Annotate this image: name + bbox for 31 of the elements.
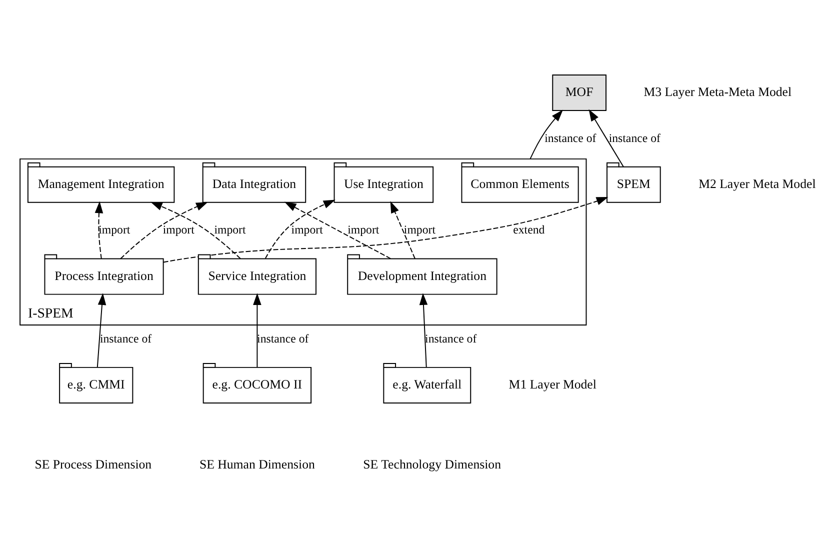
- arrow: [390, 200, 416, 259]
- arrow: [284, 201, 392, 259]
- edge-label: import: [214, 222, 246, 236]
- edge-label: instance of: [100, 330, 152, 345]
- arrow: [419, 292, 428, 368]
- edge-label: import: [291, 222, 323, 236]
- arrow: [588, 108, 624, 167]
- edge-label: import: [348, 222, 380, 236]
- label: SE Human Dimension: [199, 457, 315, 472]
- edge-label: instance of: [608, 130, 660, 144]
- arrow: [94, 200, 104, 259]
- edge-label: extend: [513, 222, 545, 236]
- arrow: [530, 109, 564, 159]
- arrow: [150, 201, 241, 259]
- arrow: [162, 196, 608, 262]
- edge-label: instance of: [257, 330, 309, 345]
- edge-label: import: [98, 222, 130, 236]
- arrow: [253, 292, 262, 368]
- label: M3 Layer Meta-Meta Model: [644, 84, 792, 99]
- label: SE Process Dimension: [34, 457, 152, 472]
- label: M1 Layer Model: [508, 377, 596, 392]
- edge-label: instance of: [544, 130, 596, 144]
- arrow: [96, 292, 106, 368]
- edge-label: instance of: [425, 330, 477, 345]
- arrow: [264, 199, 336, 258]
- label: M2 Layer Meta Model: [698, 176, 816, 190]
- label: SE Technology Dimension: [363, 457, 501, 472]
- node-box: MOF: [552, 74, 606, 111]
- arrow: [120, 201, 208, 259]
- edge-label: import: [162, 222, 194, 236]
- edge-label: import: [404, 222, 436, 236]
